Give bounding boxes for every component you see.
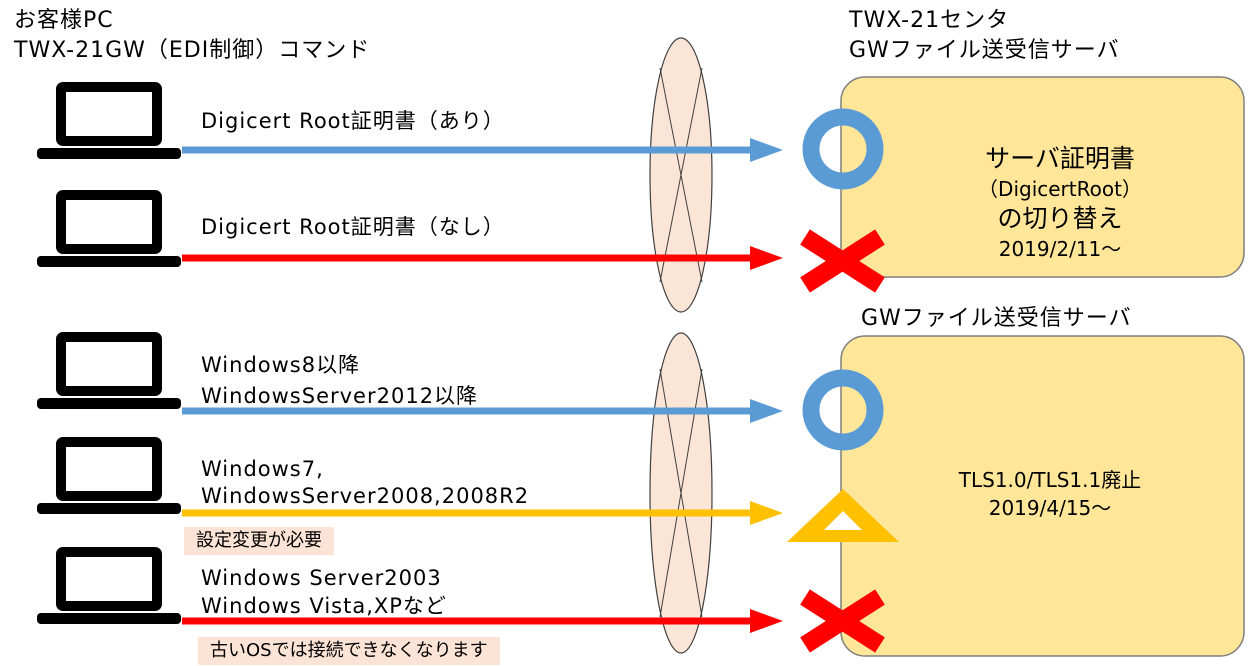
arrow-connection-3 (182, 399, 783, 423)
laptop-icon (37, 87, 181, 159)
client-header-line1: お客様PC (14, 8, 114, 33)
connection-label: Windows7, (201, 457, 324, 481)
server-top-text: サーバ証明書 （DigicertRoot） の切り替え 2019/2/11～ (890, 143, 1230, 263)
network-ellipse-top (649, 37, 713, 313)
arrow-connection-5 (182, 609, 783, 633)
laptop-icon (37, 442, 181, 514)
server-header-bottom: GWファイル送受信サーバ (861, 306, 1132, 331)
warning-triangle-icon (787, 489, 899, 542)
connection-label: Digicert Root証明書（あり） (201, 109, 505, 133)
note-settings-change: 設定変更が必要 (184, 527, 334, 555)
connection-label: Digicert Root証明書（なし） (201, 215, 505, 239)
laptop-icon (37, 337, 181, 409)
connection-label: Windows Vista,XPなど (201, 594, 447, 618)
server-cert-action: の切り替え (997, 204, 1123, 233)
ok-circle-icon (802, 108, 884, 190)
tls-date: 2019/4/15～ (988, 496, 1112, 520)
arrow-connection-4 (182, 501, 783, 525)
server-cert-date: 2019/2/11～ (998, 237, 1122, 261)
connection-label: WindowsServer2008,2008R2 (201, 484, 530, 508)
ok-circle-icon (802, 369, 884, 451)
network-ellipse-bottom (649, 332, 713, 654)
connection-label: WindowsServer2012以降 (201, 384, 479, 408)
server-cert-title: サーバ証明書 (985, 144, 1135, 173)
ng-cross-icon (800, 589, 885, 653)
client-header-line2: TWX-21GW（EDI制御）コマンド (14, 38, 371, 63)
connection-label: Windows8以降 (201, 353, 361, 377)
laptop-icon (37, 552, 181, 624)
server-cert-sub: （DigicertRoot） (978, 177, 1142, 201)
server-bottom-text: TLS1.0/TLS1.1廃止 2019/4/15～ (860, 466, 1240, 522)
arrow-connection-1 (182, 138, 783, 162)
tls-title: TLS1.0/TLS1.1廃止 (958, 468, 1142, 492)
ng-cross-icon (800, 229, 885, 293)
laptop-icon (37, 195, 181, 267)
arrow-connection-2 (182, 246, 783, 270)
connection-label: Windows Server2003 (201, 566, 442, 590)
server-header-line2: GWファイル送受信サーバ (849, 38, 1120, 63)
note-old-os: 古いOSでは接続できなくなります (198, 637, 500, 665)
server-header-line1: TWX-21センタ (849, 8, 1010, 33)
